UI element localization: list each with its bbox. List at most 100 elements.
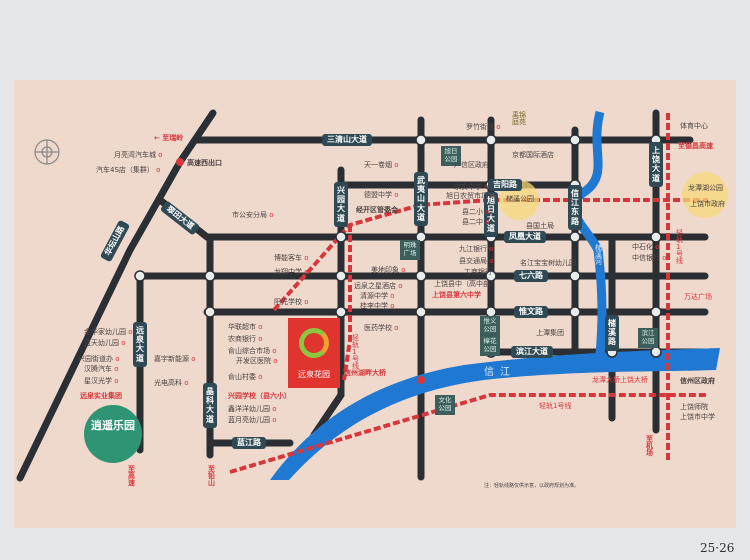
road-label-wuyishan: 武夷山大道 xyxy=(414,172,428,226)
poi: 广信区政府 xyxy=(454,161,489,169)
poi: 兴园街道办 xyxy=(78,356,120,363)
poi: 华联超市 xyxy=(228,324,263,331)
road-label-yuanquan: 远泉大道 xyxy=(133,322,147,367)
road-label-weiwen: 惟文路 xyxy=(514,306,548,318)
road-xingyuan xyxy=(310,166,345,439)
poi-highway-exit: 高速西出口 xyxy=(187,159,222,167)
poi: 上饶师院 xyxy=(680,403,708,411)
river-label-zhuxihe: 槠溪河 xyxy=(595,244,602,266)
poi: 阳光学校 xyxy=(274,299,309,306)
longtanhu-park-circle xyxy=(682,172,728,218)
poi: 九江银行 xyxy=(459,246,494,253)
rail-label-1: 轻轨1号线 xyxy=(352,334,359,370)
road-label-zhuxilu: 槠溪路 xyxy=(605,315,619,351)
poi-shangrao-bridge: 上饶大桥 xyxy=(620,376,648,384)
poi: 开发区医院 xyxy=(236,358,278,365)
poi: 天一卷烟 xyxy=(364,162,399,169)
road-label-jingke: 晶科大道 xyxy=(203,383,217,428)
park-zhanghua: 樟花公园 xyxy=(480,336,500,356)
park-weiyi: 惟义公园 xyxy=(480,316,500,336)
bridge-marker xyxy=(417,376,425,384)
poi: 美地印象 xyxy=(371,267,406,274)
poi: 俞山综合市场 xyxy=(228,348,277,355)
park-longtanhu: 龙潭湖公园 xyxy=(688,184,723,192)
road-label-qiliu: 七六路 xyxy=(514,270,548,282)
road-label-binjiang: 滨江大道 xyxy=(511,346,553,358)
road-label-lanjiang: 蓝江路 xyxy=(232,437,266,449)
direction-ruiling: ← 至瑞岭 xyxy=(154,134,184,142)
park-zhuxi: 槠溪公园 xyxy=(506,195,534,203)
project-yuanquan-garden[interactable]: 远泉花园 xyxy=(288,318,340,388)
poi: 中石化 xyxy=(632,244,660,251)
map-panel: 三清山大道 翠田大道 华坛山路 兴园大道 武夷山大道 旭日大道 吉阳路 凤凰大道… xyxy=(14,80,736,528)
direction-qianshan: 至铅山 xyxy=(208,465,215,487)
poi: 龙翔中学 xyxy=(274,269,309,276)
poi: 远泉之星酒店 xyxy=(354,283,403,290)
poi: 罗竹街道 xyxy=(466,124,501,131)
poi: 汉腾汽车 xyxy=(84,366,119,373)
poi: 县二中 xyxy=(462,219,490,226)
page-number: 25·26 xyxy=(700,541,735,555)
direction-dechang: 至德昌高速 xyxy=(678,142,713,150)
poi: 桂李中学 xyxy=(360,303,395,310)
poi-bridge-huzhou: 信州湖畔大桥 xyxy=(344,369,386,377)
poi: 京都国际酒店 xyxy=(512,151,554,159)
poi-xinzhou-gov: 信州区政府 xyxy=(680,377,715,385)
poi-yuanquan-group: 远泉实业集团 xyxy=(80,392,122,400)
poi: 县国土局 xyxy=(526,222,554,230)
poi: 金华家幼儿园 xyxy=(84,329,133,336)
poi: 上潭集团 xyxy=(536,329,564,337)
rail-label-3: 轻轨1号线 xyxy=(676,229,683,265)
poi: 工商银行 xyxy=(464,268,492,276)
poi: 光电高科 xyxy=(154,380,189,387)
poi: 月亮湾汽车城 xyxy=(114,152,163,159)
road-label-fenghuang: 凤凰大道 xyxy=(504,231,546,243)
highway-exit-marker xyxy=(176,158,184,166)
park-xuri: 旭日公园 xyxy=(441,146,461,166)
poi: 县交通局 xyxy=(459,258,494,265)
poi-longtan-bridge: 龙潭大桥 xyxy=(592,376,620,384)
poi: 汽车4S店（集群） xyxy=(96,167,160,174)
xiaoyao-park: 逍遥乐园 xyxy=(84,405,142,463)
poi: 德盟中学 xyxy=(364,192,399,199)
rail-line-xingyuan xyxy=(342,225,352,381)
poi-xingyuan-school: 兴园学校（县六小） xyxy=(228,392,291,400)
poi: 上饶县中（高中部） xyxy=(434,280,497,288)
road-label-jiyang: 吉阳路 xyxy=(488,179,522,191)
poi: 禹锦庭苑 xyxy=(512,111,526,126)
poi: 体育中心 xyxy=(680,122,708,130)
poi: 市公安分局 xyxy=(232,212,274,219)
road-label-xingyuan: 兴园大道 xyxy=(334,182,348,227)
poi: 中信银行 xyxy=(632,255,667,262)
poi: 星汉光学 xyxy=(84,378,119,385)
poi: 鑫洋洋幼儿园 xyxy=(228,406,277,413)
poi: 蓝月亮幼儿园 xyxy=(228,417,277,424)
park-wenhua: 文化公园 xyxy=(435,395,455,415)
project-logo-icon xyxy=(299,328,329,358)
park-binjiang: 滨江公园 xyxy=(638,328,658,348)
poi-management-committee: 经开区管委会 xyxy=(356,206,398,214)
poi: 农商银行 xyxy=(228,336,263,343)
road-label-shangrao: 上饶大道 xyxy=(649,142,663,187)
road-label-sanqingshan: 三清山大道 xyxy=(322,134,372,146)
poi: 上饶市中学 xyxy=(680,413,715,421)
poi: 万达广场 xyxy=(684,293,712,301)
park-mingzhu: 明珠广场 xyxy=(400,240,420,260)
poi: 博能客车 xyxy=(274,255,309,262)
road-label-xinjiangdong: 信江东路 xyxy=(568,185,582,230)
river-xinjiang xyxy=(270,348,720,480)
poi: 旭日农贸市场 xyxy=(446,193,495,200)
compass-icon xyxy=(34,139,60,165)
poi: 求实中学 xyxy=(454,184,489,191)
poi: 俞山村委 xyxy=(228,374,263,381)
river-label-xinjiang: 信江 xyxy=(484,367,516,378)
rail-line-south xyxy=(229,393,708,474)
poi-no6-middle-school: 上饶县第六中学 xyxy=(432,291,481,299)
poi: 上饶市政府 xyxy=(690,200,725,208)
poi: 县二小 xyxy=(462,209,490,216)
direction-gaosu: 至高速 xyxy=(128,465,135,487)
poi: 医药学校 xyxy=(364,325,399,332)
footnote: 注：轻轨线路仅供示意，以政府规划为准。 xyxy=(484,483,580,489)
poi: 蓝天幼儿园 xyxy=(84,340,126,347)
poi: 嘉宇新能源 xyxy=(154,356,196,363)
